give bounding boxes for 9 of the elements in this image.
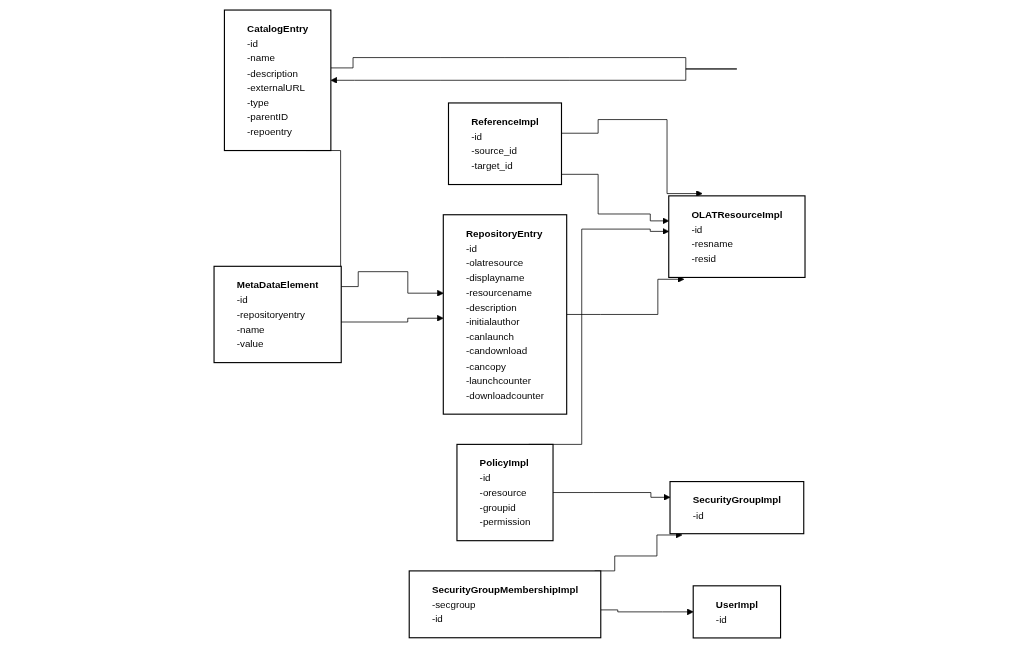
node-box: UserImpl -id	[692, 585, 782, 639]
node-box: SecurityGroupImpl -id	[669, 481, 805, 535]
node-box: PolicyImpl -id -oresource -groupid -permission	[456, 443, 554, 542]
node-box: RepositoryEntry -id -olatresource -displayname -resourcename -description -initialauthor -canlaunch -candownload -cancopy -launchcounter -downloadcounter	[442, 214, 568, 415]
node-box: SecurityGroupMembershipImpl -secgroup -id	[408, 570, 602, 639]
node-box: MetaDataElement -id -repositoryentry -name -value	[213, 265, 342, 364]
node-box: OLATResourceImpl -id -resname -resid	[668, 195, 806, 278]
node-box: ReferenceImpl -id -source_id -target_id	[447, 102, 563, 186]
node-box: CatalogEntry -id -name -description -externalURL -type -parentID -repoentry	[223, 9, 332, 152]
